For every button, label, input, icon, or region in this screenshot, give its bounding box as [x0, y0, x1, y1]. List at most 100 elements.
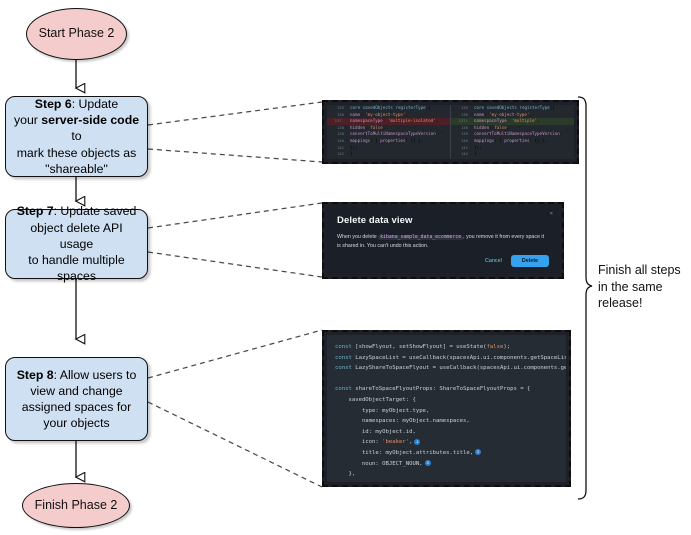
step7-line1: : Update saved [53, 204, 137, 219]
diff-view: 135 core.savedObjects.registerType({ 136 na… [327, 105, 574, 159]
node-step-6[interactable]: Step 6: Update your server-side code to … [5, 96, 148, 177]
code-line: type: myObject.type, [335, 407, 430, 414]
node-start-label: Start Phase 2 [38, 26, 115, 41]
node-finish-label: Finish Phase 2 [34, 497, 118, 512]
step7-line2: object delete API usage [30, 220, 123, 251]
code-line: icon: 'beaker',1 [335, 438, 421, 446]
step6-line2a: your [13, 113, 42, 128]
close-icon[interactable]: × [549, 211, 553, 217]
callout-step8-top [147, 329, 323, 379]
annotation-badge: 2 [475, 449, 482, 456]
modal-actions: Cancel Delete [485, 255, 549, 267]
step6-line1: : Update [71, 96, 119, 111]
diff-line: 135 core.savedObjects.registerType({ [451, 105, 574, 112]
step8-line1: : Allow users to [53, 367, 137, 382]
diff-line: 142} [327, 151, 450, 158]
code-line: namespaces: myObject.namespaces, [335, 418, 470, 425]
diff-line: 136 name: 'my-object-type', [327, 112, 450, 119]
line-code: namespaceType: 'multiple-isolated', [350, 118, 439, 124]
code-line: id: myObject.id, [335, 428, 416, 435]
step6-line2b: to [71, 129, 82, 144]
node-finish-phase-2[interactable]: Finish Phase 2 [22, 483, 130, 528]
line-code: }); [474, 144, 482, 150]
line-number: 137- [334, 118, 344, 124]
callout-step7-top [147, 202, 323, 229]
line-code: hidden: false, [350, 124, 386, 130]
callout-step6-top [147, 101, 323, 126]
step8-line2: view and change [30, 383, 123, 398]
line-number: 136 [336, 111, 344, 117]
line-code: convertToMultiNamespaceTypeVersion: ' [350, 131, 444, 137]
brace-note-text: Finish all steps in the same release! [598, 263, 681, 310]
line-code: name: 'my-object-type', [474, 111, 533, 117]
code-line: }, [335, 471, 356, 478]
node-start-phase-2[interactable]: Start Phase 2 [26, 8, 127, 60]
line-code: convertToMultiNamespaceTypeVersion: ' [474, 131, 568, 137]
node-step-8[interactable]: Step 8: Allow users to view and change a… [5, 357, 148, 441]
line-number: 142 [460, 151, 468, 157]
line-code: } [350, 151, 353, 157]
line-number: 139 [336, 131, 344, 137]
line-number: 137+ [458, 118, 468, 124]
line-number: 139 [460, 131, 468, 137]
node-step-7[interactable]: Step 7: Update saved object delete API u… [5, 204, 148, 283]
step8-bold-label: Step 8 [16, 367, 54, 382]
brace-note: Finish all steps in the same release! [598, 262, 690, 312]
code-line: savedObjectTarget: { [335, 396, 416, 403]
line-number: 140 [460, 137, 468, 143]
line-code: core.savedObjects.registerType({ [474, 105, 555, 110]
diff-line: 137- namespaceType: 'multiple-isolated', [327, 118, 450, 125]
code-line: const LazyShareToSpaceFlyout = useCallba… [335, 365, 566, 372]
modal-body: When you delete kibana_sample_data_ecomm… [337, 233, 549, 252]
diff-line: 140 mappings: { properties: {} }, [327, 138, 450, 145]
modal-body-before: When you delete [337, 234, 377, 240]
diff-line: 141}); [327, 145, 450, 152]
line-number: 142 [336, 151, 344, 157]
step6-line3: mark these objects as [16, 145, 137, 160]
annotation-badge: 3 [424, 460, 431, 467]
line-number: 135 [460, 105, 468, 110]
step6-bold-label: Step 6 [34, 96, 72, 111]
code-line [335, 374, 566, 385]
line-number: 140 [336, 137, 344, 143]
callout-step8-bottom [147, 401, 323, 488]
react-code-block: const [showFlyout, setShowFlyout] = useS… [327, 335, 566, 482]
line-number: 138 [336, 124, 344, 130]
line-code: core.savedObjects.registerType({ [350, 105, 431, 110]
diff-line: 136 name: 'my-object-type', [451, 112, 574, 119]
line-number: 138 [460, 124, 468, 130]
diff-pane-after: 135 core.savedObjects.registerType({ 136 na… [451, 105, 574, 159]
line-code: }); [350, 144, 358, 150]
step6-bold-2: server-side code [41, 113, 140, 128]
screenshot-registertype-diff[interactable]: 135 core.savedObjects.registerType({ 136 na… [322, 100, 579, 164]
step6-line4: "shareable" [45, 161, 108, 176]
diff-line: 138 hidden: false, [327, 125, 450, 132]
diff-line: 137+namespaceType: 'multiple', [451, 118, 574, 125]
cancel-button[interactable]: Cancel [485, 258, 502, 264]
step7-line3: to handle multiple spaces [28, 253, 125, 284]
delete-button[interactable]: Delete [510, 255, 549, 267]
modal-body-after: , you remove it from every space it is s… [337, 234, 545, 250]
code-line: onUpdate: () => { /* callback when the o… [335, 480, 566, 483]
callout-step7-bottom [147, 251, 323, 278]
data-view-name-chip: kibana_sample_data_ecommerce [378, 235, 464, 240]
code-line: const shareToSpaceFlyoutProps: ShareToSp… [335, 386, 531, 393]
modal-title: Delete data view [337, 215, 413, 226]
line-code: name: 'my-object-type', [350, 111, 409, 117]
line-code: mappings: { properties: {} }, [474, 137, 548, 143]
diff-line: 140 mappings: { properties: {} }, [451, 138, 574, 145]
screenshot-delete-data-view[interactable]: × Delete data view When you delete kiban… [322, 202, 564, 279]
line-number: 136 [460, 111, 468, 117]
code-line: title: myObject.attributes.title,2 [335, 449, 482, 456]
annotation-badge: 1 [414, 438, 421, 445]
screenshot-share-to-space-flyout[interactable]: const [showFlyout, setShowFlyout] = useS… [322, 330, 571, 487]
line-code: mappings: { properties: {} }, [350, 137, 424, 143]
callout-step6-bottom [147, 148, 323, 163]
group-brace [577, 96, 593, 500]
step8-line3: assigned spaces for [21, 400, 132, 414]
